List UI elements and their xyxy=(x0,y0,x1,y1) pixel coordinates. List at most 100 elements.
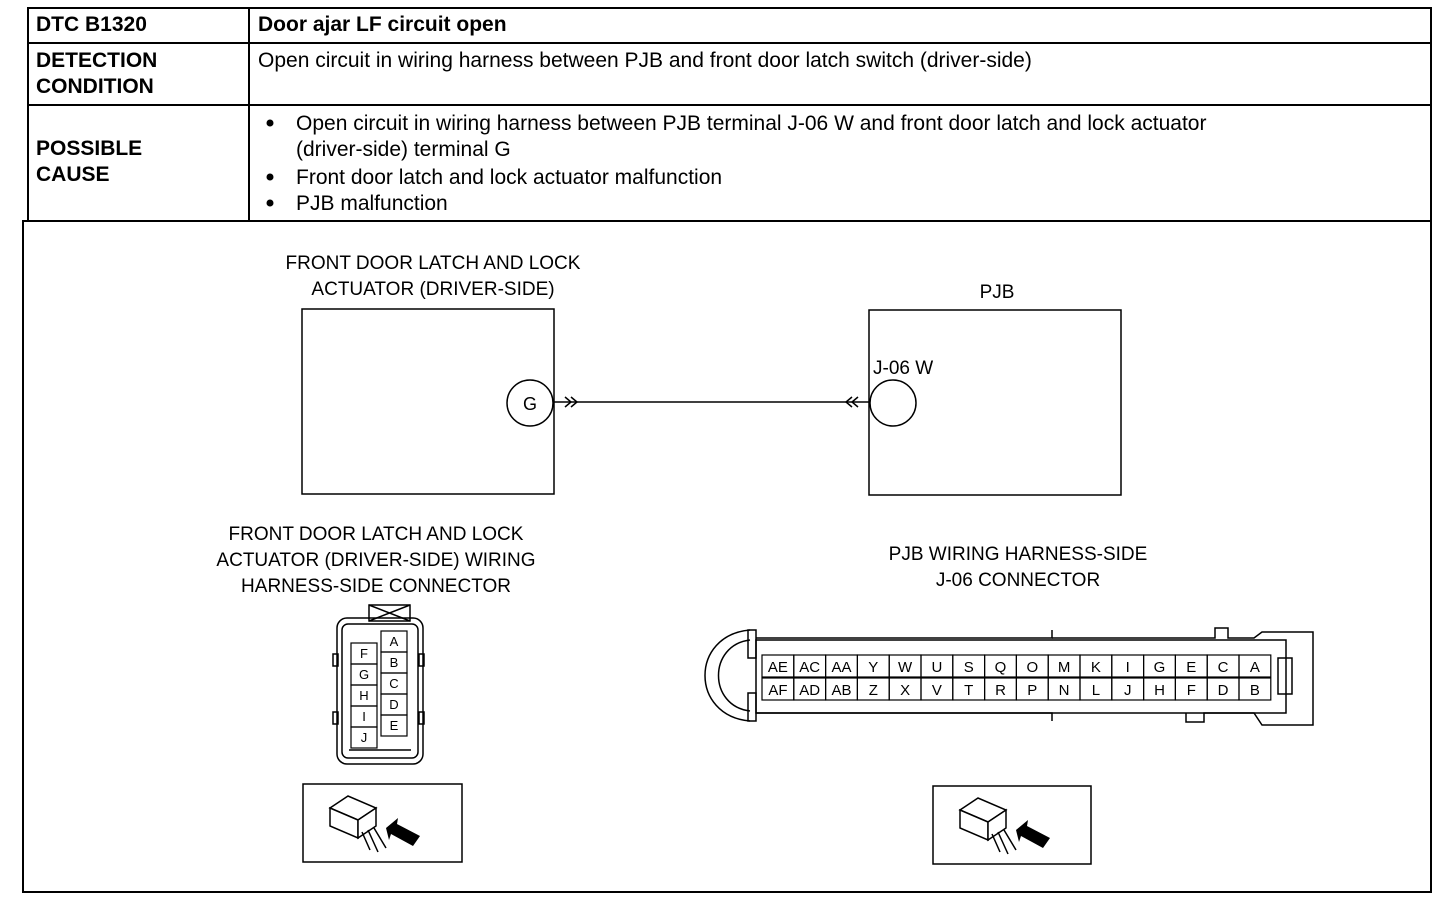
connector-pin-label: G xyxy=(359,667,369,682)
connector-pin-label: Q xyxy=(995,659,1007,676)
actuator-connector-title-line2: ACTUATOR (DRIVER-SIDE) WIRING xyxy=(216,550,535,571)
connector-pin-label: K xyxy=(1091,659,1101,676)
view-icon-frame xyxy=(932,785,1092,865)
plug-face xyxy=(987,808,1007,842)
dtc-code-label: DTC B1320 xyxy=(36,13,147,36)
view-icon-frame xyxy=(302,783,463,863)
view-arrow-icon xyxy=(1016,820,1050,848)
connector-side-tab xyxy=(418,711,425,725)
possible-cause-label-line2: CAUSE xyxy=(36,163,110,186)
wiring-diagram: FRONT DOOR LATCH AND LOCK ACTUATOR (DRIV… xyxy=(286,253,1122,496)
connector-end-tab xyxy=(747,629,757,659)
connector-pin-label: I xyxy=(1126,659,1130,676)
pjb-connector-title-line1: PJB WIRING HARNESS-SIDE xyxy=(889,544,1148,565)
connector-latch xyxy=(368,604,411,622)
connector-pin-label: I xyxy=(362,709,366,724)
connector-pin-label: L xyxy=(1092,682,1100,699)
connector-housing xyxy=(755,639,1287,714)
connector-pin-cell xyxy=(1238,677,1272,701)
connector-pin-cell xyxy=(350,726,378,749)
plug-face xyxy=(357,806,377,840)
connector-lock-loop xyxy=(704,629,751,722)
connector-pin-label: S xyxy=(964,659,974,676)
actuator-terminal-circle xyxy=(506,379,554,427)
connector-pin-label: R xyxy=(995,682,1006,699)
cause-item-3: PJB malfunction xyxy=(296,192,448,215)
connector-latch xyxy=(1277,657,1293,695)
harness-side-view-icon xyxy=(932,785,1092,865)
connector-pin-label: V xyxy=(932,682,942,699)
actuator-connector-face xyxy=(332,604,425,765)
connector-side-tab xyxy=(332,711,339,725)
connector-pin-label: F xyxy=(360,646,368,661)
connector-pin-label: AC xyxy=(799,659,820,676)
connector-pin-label: H xyxy=(1154,682,1165,699)
pjb-terminal-circle xyxy=(869,379,917,427)
possible-cause-label-line1: POSSIBLE xyxy=(36,137,142,160)
connector-side-tab xyxy=(418,653,425,667)
connector-pin-label: F xyxy=(1187,682,1196,699)
cause-item-2: Front door latch and lock actuator malfu… xyxy=(296,166,722,189)
connector-end-tab xyxy=(747,692,757,722)
bullet-icon xyxy=(266,199,274,207)
connector-pin-label: A xyxy=(390,634,399,649)
connector-pin-label: D xyxy=(1218,682,1229,699)
pjb-title: PJB xyxy=(980,282,1015,303)
actuator-terminal-label: G xyxy=(523,394,537,414)
connector-pin-label: B xyxy=(1250,682,1260,699)
connector-lock-loop-inner xyxy=(717,639,751,712)
connector-pin-label: P xyxy=(1027,682,1037,699)
connector-pin-label: C xyxy=(1218,659,1229,676)
actuator-title-line2: ACTUATOR (DRIVER-SIDE) xyxy=(311,279,554,300)
connector-pin-label: AB xyxy=(831,682,851,699)
bullet-icon xyxy=(266,119,274,127)
connector-pin-label: D xyxy=(389,697,398,712)
connector-pin-label: O xyxy=(1026,659,1038,676)
connector-pin-label: B xyxy=(390,655,399,670)
detection-label-line1: DETECTION xyxy=(36,49,157,72)
connector-pin-label: AA xyxy=(831,659,851,676)
connector-pin-label: J xyxy=(1124,682,1132,699)
connector-right-body xyxy=(1052,627,1314,726)
pjb-terminal-label: J-06 W xyxy=(873,358,933,379)
connector-pin-label: W xyxy=(898,659,913,676)
detection-condition-text: Open circuit in wiring harness between P… xyxy=(258,49,1032,72)
connector-pin-label: AD xyxy=(799,682,820,699)
connector-housing xyxy=(336,617,424,765)
connector-arrow-icon xyxy=(564,396,579,408)
connector-pin-label: AF xyxy=(768,682,787,699)
connector-pin-label: J xyxy=(361,730,368,745)
connector-pin-cell xyxy=(380,714,408,737)
connector-pin-label: Y xyxy=(868,659,878,676)
connector-pin-label: C xyxy=(389,676,398,691)
actuator-title-line1: FRONT DOOR LATCH AND LOCK xyxy=(286,253,581,274)
plug-wires xyxy=(361,827,387,853)
pjb-connector-title-line2: J-06 CONNECTOR xyxy=(936,570,1100,591)
connector-pin-label: U xyxy=(931,659,942,676)
connector-pin-label: E xyxy=(1186,659,1196,676)
connector-pin-label: T xyxy=(964,682,973,699)
detection-label-line2: CONDITION xyxy=(36,75,154,98)
cause-item-1-line2: (driver-side) terminal G xyxy=(296,138,511,161)
connector-pin-label: X xyxy=(900,682,910,699)
connector-pin-label: H xyxy=(359,688,368,703)
harness-side-view-icon xyxy=(302,783,463,863)
connector-pin-label: N xyxy=(1059,682,1070,699)
cause-item-1-line1: Open circuit in wiring harness between P… xyxy=(296,112,1206,135)
pjb-connector-face xyxy=(704,627,1314,726)
connector-pin-label: Z xyxy=(869,682,878,699)
bullet-icon xyxy=(266,173,274,181)
dtc-title: Door ajar LF circuit open xyxy=(258,13,507,36)
actuator-connector-title-line1: FRONT DOOR LATCH AND LOCK xyxy=(229,524,524,545)
view-arrow-icon xyxy=(386,818,420,846)
connector-pin-label: A xyxy=(1250,659,1260,676)
connector-pin-label: AE xyxy=(768,659,788,676)
actuator-connector-title-line3: HARNESS-SIDE CONNECTOR xyxy=(241,576,511,597)
connector-pin-label: E xyxy=(390,718,399,733)
connector-side-tab xyxy=(332,653,339,667)
plug-wires xyxy=(991,829,1017,855)
connector-pin-cell xyxy=(1238,654,1272,678)
